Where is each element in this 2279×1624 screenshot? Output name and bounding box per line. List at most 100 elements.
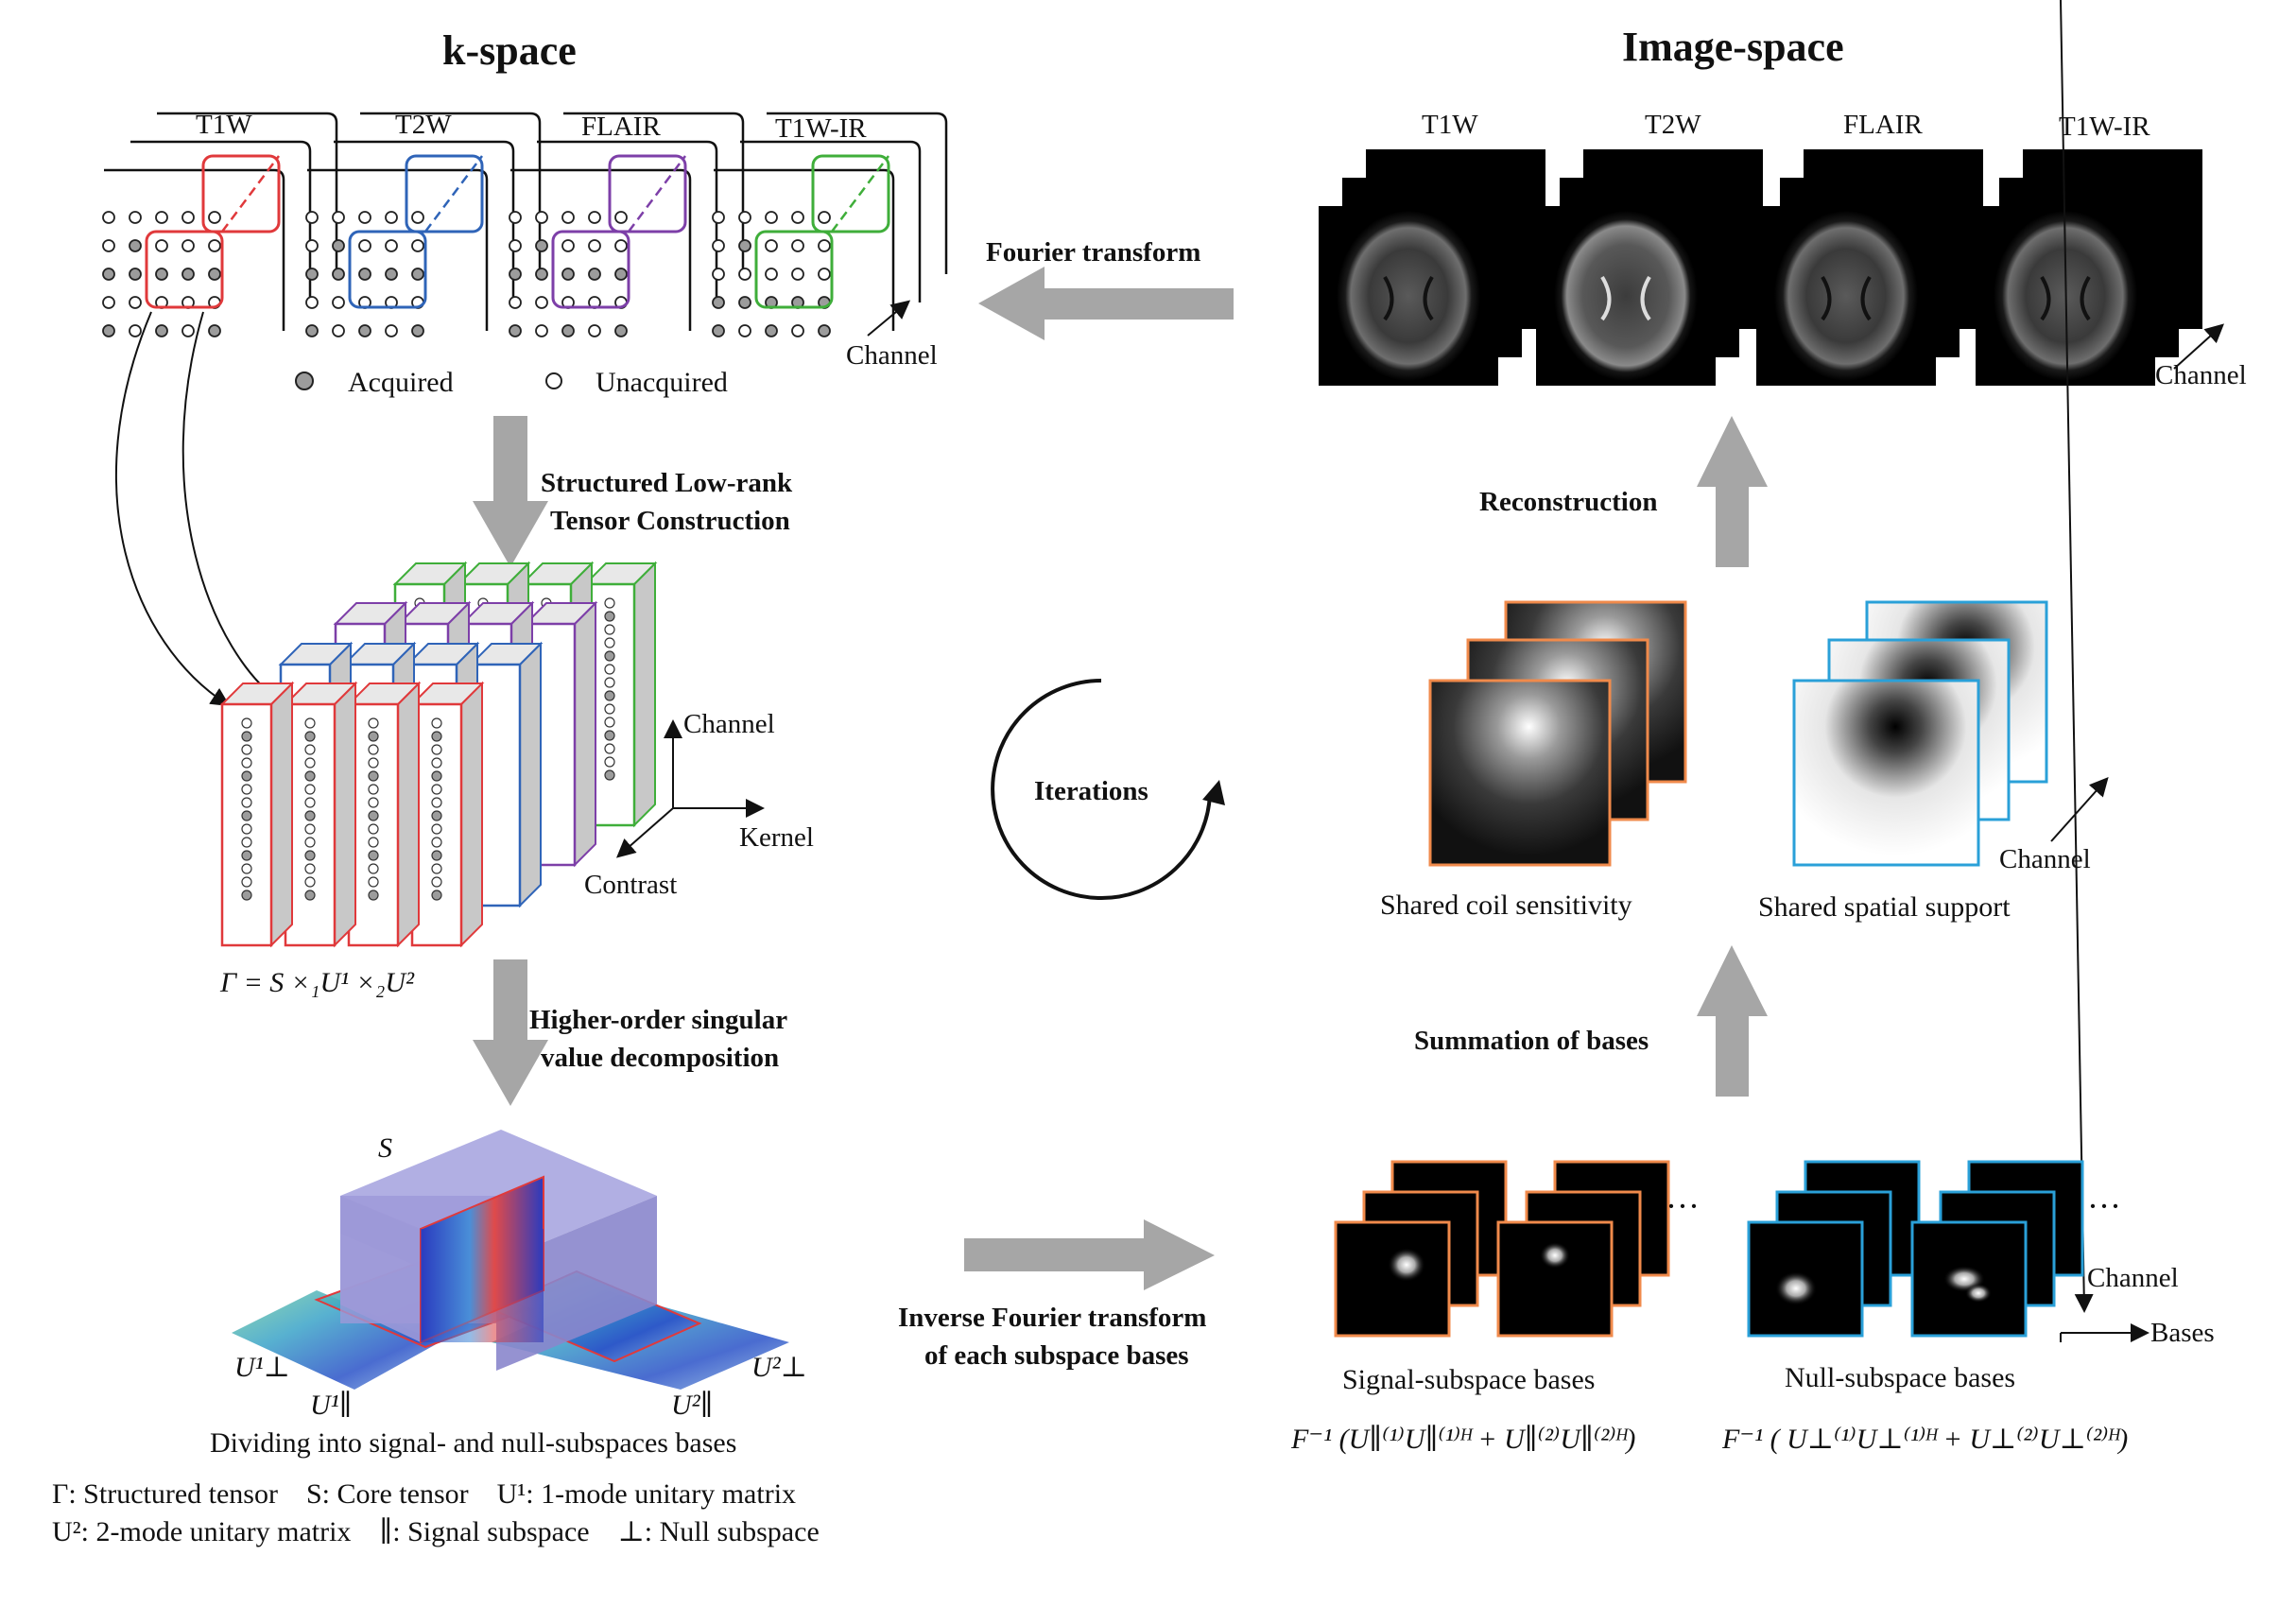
kernel-frame (551, 230, 630, 309)
tensor-dot (604, 597, 615, 609)
arrow-ift-right (964, 1219, 1215, 1290)
kernel-frame-back (608, 154, 687, 233)
img-contrast-t1wir: T1W-IR (2059, 112, 2150, 142)
kspace-layer-outline (104, 168, 285, 331)
acquired-dot (305, 324, 319, 337)
signal-ellipsis: ··· (1666, 1187, 1700, 1225)
unacquired-dot (181, 324, 195, 337)
basis-blob (1965, 1284, 1992, 1303)
unacquired-dot (535, 211, 548, 224)
unacquired-dot (535, 324, 548, 337)
acquired-dot (818, 324, 831, 337)
kernel-frame (145, 230, 224, 309)
basis-tile (1496, 1220, 1614, 1338)
tensor-dot (304, 717, 316, 729)
legend-line-1: Γ: Structured tensor S: Core tensor U¹: … (52, 1478, 797, 1510)
tensor-dot (241, 810, 252, 821)
tensor-dot (604, 624, 615, 635)
iterations-circle (991, 679, 1212, 900)
tensor-dot (241, 731, 252, 742)
unacquired-dot (129, 296, 142, 309)
acquired-dot (181, 268, 195, 281)
acquired-dot (535, 239, 548, 252)
ventricle (1600, 275, 1651, 321)
unacquired-dot (305, 239, 319, 252)
tensor-dot (368, 823, 379, 835)
tensor-dot (368, 890, 379, 901)
tensor-dot (431, 797, 442, 808)
step-iterations: Iterations (1034, 776, 1148, 806)
tensor-dot (241, 837, 252, 848)
maps-channel-label: Channel (1999, 844, 2091, 874)
coil-caption: Shared coil sensitivity (1380, 890, 1632, 921)
tensor-dot (241, 757, 252, 769)
tensor-dot (431, 850, 442, 861)
unacquired-dot (818, 239, 831, 252)
acquired-dot (208, 324, 221, 337)
unacquired-dot (102, 239, 115, 252)
tensor-dot (304, 757, 316, 769)
tensor-dot (241, 770, 252, 782)
tensor-dot (241, 744, 252, 755)
tensor-dot (368, 757, 379, 769)
tensor-dot (241, 823, 252, 835)
kspace-layer-outline (537, 140, 718, 302)
unacquired-dot (738, 268, 751, 281)
acquired-dot (155, 324, 168, 337)
tensor-dot (431, 863, 442, 874)
unacquired-dot (588, 324, 601, 337)
tensor-dot (431, 823, 442, 835)
unacquired-dot (791, 239, 804, 252)
signal-formula: F⁻¹ (U∥⁽¹⁾U∥⁽¹⁾ᴴ + U∥⁽²⁾U∥⁽²⁾ᴴ) (1291, 1424, 1636, 1455)
tensor-equation: Γ = S ×₁U¹ ×₂U² (220, 967, 414, 998)
kernel-frame (754, 230, 834, 309)
kspace-layer-outline (360, 112, 542, 274)
tensor-column-side (397, 681, 420, 948)
unacquired-dot (712, 268, 725, 281)
unacquired-dot (509, 239, 522, 252)
tensor-dot (604, 677, 615, 688)
tensor-dot (368, 744, 379, 755)
acquired-dot (305, 268, 319, 281)
acquired-dot (509, 268, 522, 281)
unacquired-dot (818, 211, 831, 224)
unacquired-dot (588, 239, 601, 252)
ventricle (2040, 275, 2091, 321)
acquired-dot (712, 296, 725, 309)
tensor-dot (304, 890, 316, 901)
basis-blob (1388, 1248, 1425, 1282)
acquired-dot (738, 296, 751, 309)
kernel-link (221, 155, 280, 233)
step-hosvd-1: Higher-order singular (529, 1005, 788, 1035)
tensor-dot (304, 731, 316, 742)
acquired-dot (129, 239, 142, 252)
null-caption: Null-subspace bases (1785, 1362, 2016, 1393)
tensor-dot (368, 876, 379, 888)
kspace-contrast-flair: FLAIR (581, 112, 661, 142)
img-contrast-t1w: T1W (1422, 110, 1478, 140)
unacquired-dot (332, 211, 345, 224)
unacquired-dot (208, 239, 221, 252)
unacquired-dot (738, 211, 751, 224)
tensor-dot (431, 784, 442, 795)
tensor-dot (368, 784, 379, 795)
unacquired-dot (305, 211, 319, 224)
kspace-title: k-space (442, 27, 577, 74)
unacquired-dot (509, 296, 522, 309)
kspace-layer-outline (334, 140, 515, 302)
kspace-layer-outline (563, 112, 745, 274)
acquired-dot (358, 324, 371, 337)
unacquired-dot (332, 296, 345, 309)
tensor-dot (241, 890, 252, 901)
acquired-dot (509, 324, 522, 337)
tensor-dot (241, 717, 252, 729)
legend-acquired: Acquired (348, 367, 454, 398)
tensor-dot (604, 703, 615, 715)
tensor-column-side (519, 641, 542, 908)
legend-line-2: U²: 2-mode unitary matrix ∥: Signal subs… (52, 1516, 820, 1547)
acquired-dot (155, 268, 168, 281)
null-formula: F⁻¹ ( U⊥⁽¹⁾U⊥⁽¹⁾ᴴ + U⊥⁽²⁾U⊥⁽²⁾ᴴ) (1722, 1424, 2129, 1455)
unacquired-dot (385, 324, 398, 337)
acquired-dot (535, 268, 548, 281)
